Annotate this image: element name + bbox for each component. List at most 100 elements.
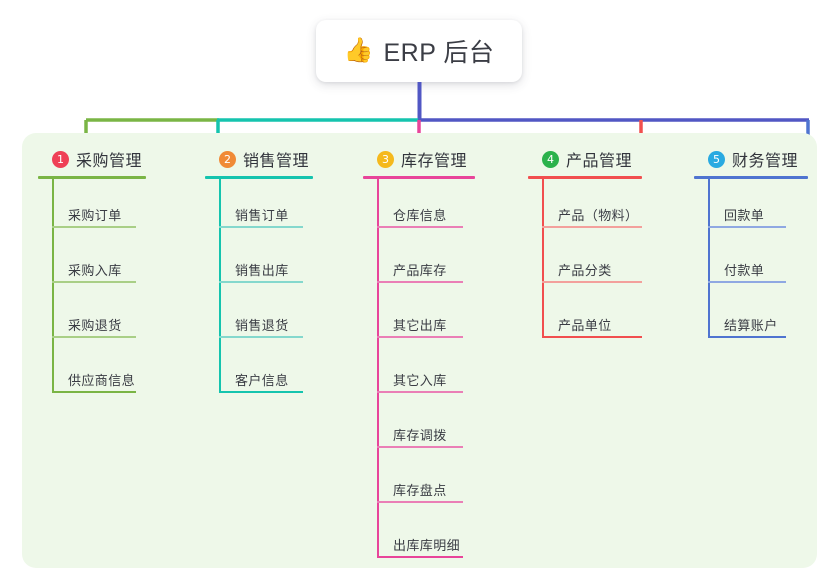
column-1: 1 采购管理采购订单采购入库采购退货供应商信息 xyxy=(38,146,146,399)
menu-item[interactable]: 供应商信息 xyxy=(38,344,146,399)
menu-item-rule xyxy=(377,501,463,503)
column-items-3: 仓库信息产品库存其它出库其它入库库存调拨库存盘点出库库明细 xyxy=(363,179,475,564)
menu-item[interactable]: 出库库明细 xyxy=(363,509,475,564)
menu-item[interactable]: 产品单位 xyxy=(528,289,642,344)
column-badge-1: 1 xyxy=(52,150,69,168)
menu-item-rule xyxy=(52,226,136,228)
menu-item-rule xyxy=(52,391,136,393)
column-items-4: 产品（物料） 产品分类产品单位 xyxy=(528,179,642,344)
menu-item[interactable]: 付款单 xyxy=(694,234,808,289)
menu-item-rule xyxy=(542,226,642,228)
column-items-2: 销售订单销售出库销售退货客户信息 xyxy=(205,179,313,399)
column-title-1: 采购管理 xyxy=(76,153,143,170)
menu-item-rule xyxy=(542,336,642,338)
column-title-3: 库存管理 xyxy=(401,153,468,170)
menu-item-rule xyxy=(708,226,786,228)
thumbs-up-emoji: 👍 xyxy=(343,37,374,64)
menu-item-rule xyxy=(219,391,303,393)
menu-item-label: 采购订单 xyxy=(68,208,122,223)
menu-item[interactable]: 采购退货 xyxy=(38,289,146,344)
menu-item-label: 客户信息 xyxy=(235,373,289,388)
column-badge-2: 2 xyxy=(219,150,236,168)
menu-item-label: 库存调拨 xyxy=(393,428,447,443)
column-spine-4 xyxy=(542,179,544,338)
column-header-rule-5 xyxy=(694,176,808,179)
column-spine-2 xyxy=(219,179,221,393)
menu-item-label: 付款单 xyxy=(724,263,765,278)
menu-item-label: 采购入库 xyxy=(68,263,122,278)
menu-item[interactable]: 销售出库 xyxy=(205,234,313,289)
menu-item[interactable]: 销售退货 xyxy=(205,289,313,344)
menu-item[interactable]: 采购订单 xyxy=(38,179,146,234)
menu-item-label: 其它出库 xyxy=(393,318,447,333)
menu-item-rule xyxy=(377,556,463,558)
menu-item-label: 库存盘点 xyxy=(393,483,447,498)
menu-item-rule xyxy=(708,336,786,338)
menu-item-rule xyxy=(52,336,136,338)
page-title: ERP 后台 xyxy=(383,39,495,67)
column-items-1: 采购订单采购入库采购退货供应商信息 xyxy=(38,179,146,399)
column-title-4: 产品管理 xyxy=(566,153,633,170)
menu-item-label: 出库库明细 xyxy=(393,538,461,553)
diagram-panel xyxy=(22,133,817,568)
menu-item[interactable]: 产品分类 xyxy=(528,234,642,289)
column-header-rule-2 xyxy=(205,176,313,179)
menu-item-label: 产品（物料） xyxy=(558,208,639,223)
menu-item-label: 回款单 xyxy=(724,208,765,223)
menu-item-label: 产品库存 xyxy=(393,263,447,278)
menu-item[interactable]: 产品库存 xyxy=(363,234,475,289)
menu-item-label: 销售订单 xyxy=(235,208,289,223)
menu-item-rule xyxy=(377,391,463,393)
column-badge-4: 4 xyxy=(542,150,559,168)
menu-item-label: 产品分类 xyxy=(558,263,612,278)
menu-item[interactable]: 其它入库 xyxy=(363,344,475,399)
column-badge-5: 5 xyxy=(708,150,725,168)
menu-item[interactable]: 回款单 xyxy=(694,179,808,234)
menu-item-rule xyxy=(219,281,303,283)
menu-item[interactable]: 其它出库 xyxy=(363,289,475,344)
menu-item-rule xyxy=(52,281,136,283)
root-title-card[interactable]: 👍 ERP 后台 xyxy=(316,20,522,82)
column-spine-1 xyxy=(52,179,54,393)
column-header-4[interactable]: 4 产品管理 xyxy=(528,146,642,172)
menu-item[interactable]: 销售订单 xyxy=(205,179,313,234)
column-4: 4 产品管理产品（物料） 产品分类产品单位 xyxy=(528,146,642,344)
menu-item[interactable]: 库存盘点 xyxy=(363,454,475,509)
menu-item[interactable]: 客户信息 xyxy=(205,344,313,399)
column-header-rule-1 xyxy=(38,176,146,179)
menu-item-label: 仓库信息 xyxy=(393,208,447,223)
menu-item-label: 销售出库 xyxy=(235,263,289,278)
menu-item-label: 供应商信息 xyxy=(68,373,136,388)
column-header-5[interactable]: 5 财务管理 xyxy=(694,146,808,172)
menu-item[interactable]: 产品（物料） xyxy=(528,179,642,234)
menu-item-rule xyxy=(219,336,303,338)
column-header-rule-4 xyxy=(528,176,642,179)
column-title-5: 财务管理 xyxy=(732,153,799,170)
menu-item-label: 其它入库 xyxy=(393,373,447,388)
menu-item-label: 采购退货 xyxy=(68,318,122,333)
menu-item[interactable]: 库存调拨 xyxy=(363,399,475,454)
menu-item-rule xyxy=(377,446,463,448)
menu-item[interactable]: 仓库信息 xyxy=(363,179,475,234)
column-title-2: 销售管理 xyxy=(243,153,310,170)
column-header-1[interactable]: 1 采购管理 xyxy=(38,146,146,172)
column-items-5: 回款单付款单结算账户 xyxy=(694,179,808,344)
menu-item-rule xyxy=(542,281,642,283)
menu-item[interactable]: 采购入库 xyxy=(38,234,146,289)
menu-item-label: 销售退货 xyxy=(235,318,289,333)
menu-item-rule xyxy=(219,226,303,228)
menu-item-rule xyxy=(377,336,463,338)
menu-item-rule xyxy=(377,281,463,283)
menu-item[interactable]: 结算账户 xyxy=(694,289,808,344)
column-header-3[interactable]: 3 库存管理 xyxy=(363,146,475,172)
column-header-2[interactable]: 2 销售管理 xyxy=(205,146,313,172)
column-header-rule-3 xyxy=(363,176,475,179)
column-spine-5 xyxy=(708,179,710,338)
column-3: 3 库存管理仓库信息产品库存其它出库其它入库库存调拨库存盘点出库库明细 xyxy=(363,146,475,564)
column-5: 5 财务管理回款单付款单结算账户 xyxy=(694,146,808,344)
menu-item-label: 产品单位 xyxy=(558,318,612,333)
column-badge-3: 3 xyxy=(377,150,394,168)
menu-item-label: 结算账户 xyxy=(724,318,778,333)
menu-item-rule xyxy=(377,226,463,228)
